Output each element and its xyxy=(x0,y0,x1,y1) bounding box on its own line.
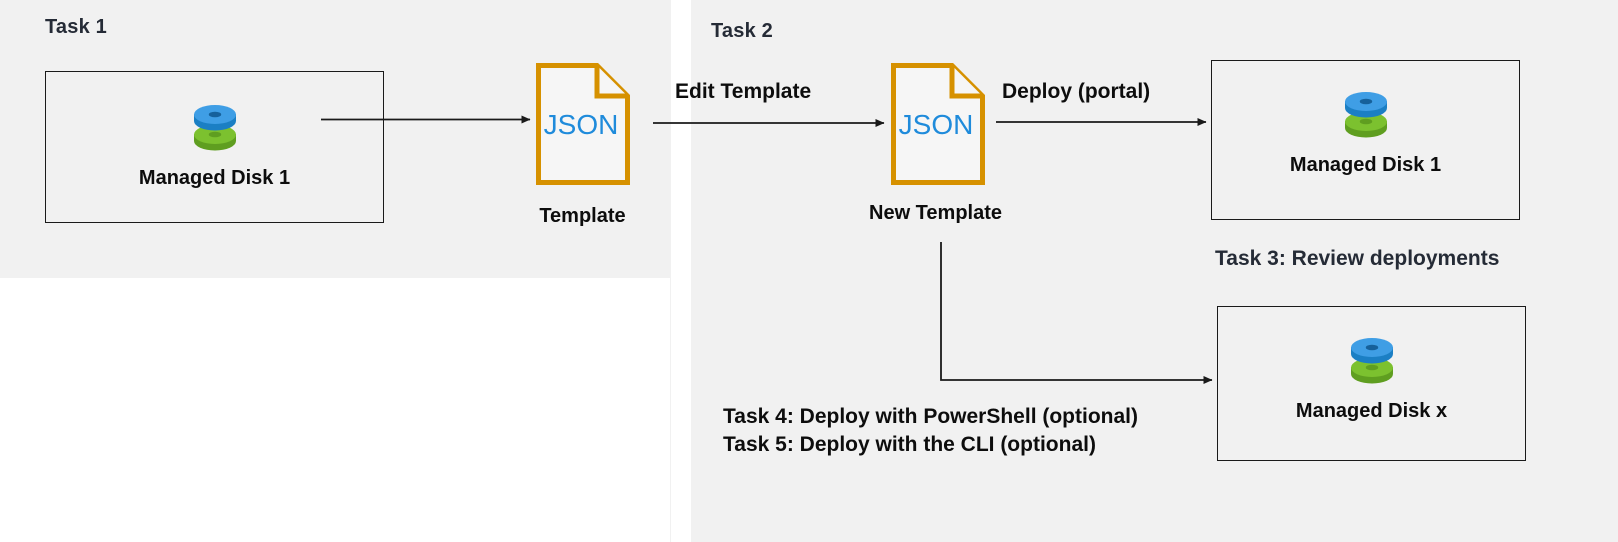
task3-heading: Task 3: Review deployments xyxy=(1215,247,1500,270)
managed-disk-1-deployed-caption: Managed Disk 1 xyxy=(1289,154,1442,176)
task4-note: Task 4: Deploy with PowerShell (optional… xyxy=(723,405,1138,428)
edit-template-connector-label: Edit Template xyxy=(675,80,812,103)
managed-disk-1-deployed-box: Managed Disk 1 xyxy=(1211,60,1520,220)
new-template-json-file-icon: JSON xyxy=(890,62,986,191)
template-json-label: JSON xyxy=(544,109,619,140)
template-caption: Template xyxy=(539,205,626,227)
managed-disk-x-box: Managed Disk x xyxy=(1217,306,1526,461)
managed-disk-1-source-caption: Managed Disk 1 xyxy=(138,167,291,189)
task5-note: Task 5: Deploy with the CLI (optional) xyxy=(723,433,1096,456)
deploy-portal-connector-label: Deploy (portal) xyxy=(1002,80,1151,103)
managed-disk-1-source-box: Managed Disk 1 xyxy=(45,71,384,223)
panel-divider-gap xyxy=(671,0,691,542)
optional-tasks-note: Task 4: Deploy with PowerShell (optional… xyxy=(723,403,1138,459)
new-template-caption: New Template xyxy=(869,202,1002,224)
template-json-file-icon: JSON xyxy=(535,62,631,191)
task2-heading: Task 2 xyxy=(711,20,773,42)
new-template-json-label: JSON xyxy=(899,109,974,140)
managed-disk-icon xyxy=(1335,83,1397,150)
managed-disk-icon xyxy=(1341,329,1403,396)
task1-heading: Task 1 xyxy=(45,16,107,38)
managed-disk-x-caption: Managed Disk x xyxy=(1295,400,1448,422)
managed-disk-icon xyxy=(184,96,246,163)
